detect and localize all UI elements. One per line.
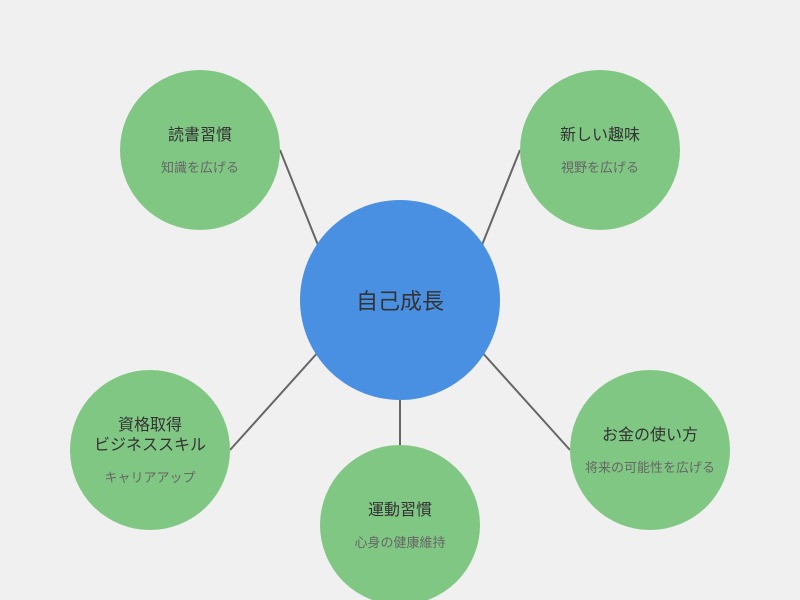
- connector-cert: [229, 349, 321, 451]
- node-subtitle: キャリアアップ: [104, 470, 196, 486]
- node-subtitle: 視野を広げる: [560, 160, 639, 176]
- node-subtitle: 心身の健康維持: [354, 535, 446, 551]
- center-node-title: 自己成長: [355, 290, 444, 315]
- node-title: 新しい趣味: [559, 124, 640, 144]
- node-reading-habit: 読書習慣 知識を広げる: [120, 70, 280, 230]
- connector-hobby: [479, 149, 521, 251]
- node-title: 運動習慣: [367, 499, 432, 519]
- node-subtitle: 将来の可能性を広げる: [584, 460, 715, 476]
- center-node: 自己成長: [300, 200, 500, 400]
- connector-money: [479, 349, 571, 451]
- node-title: 読書習慣: [167, 124, 232, 144]
- node-subtitle: 知識を広げる: [160, 160, 239, 176]
- node-title: 資格取得 ビジネススキル: [93, 414, 206, 454]
- node-title: お金の使い方: [601, 424, 698, 444]
- node-certification: 資格取得 ビジネススキル キャリアアップ: [70, 370, 230, 530]
- node-new-hobby: 新しい趣味 視野を広げる: [520, 70, 680, 230]
- connector-reading: [279, 149, 321, 251]
- node-exercise-habit: 運動習慣 心身の健康維持: [320, 445, 480, 600]
- node-money-usage: お金の使い方 将来の可能性を広げる: [570, 370, 730, 530]
